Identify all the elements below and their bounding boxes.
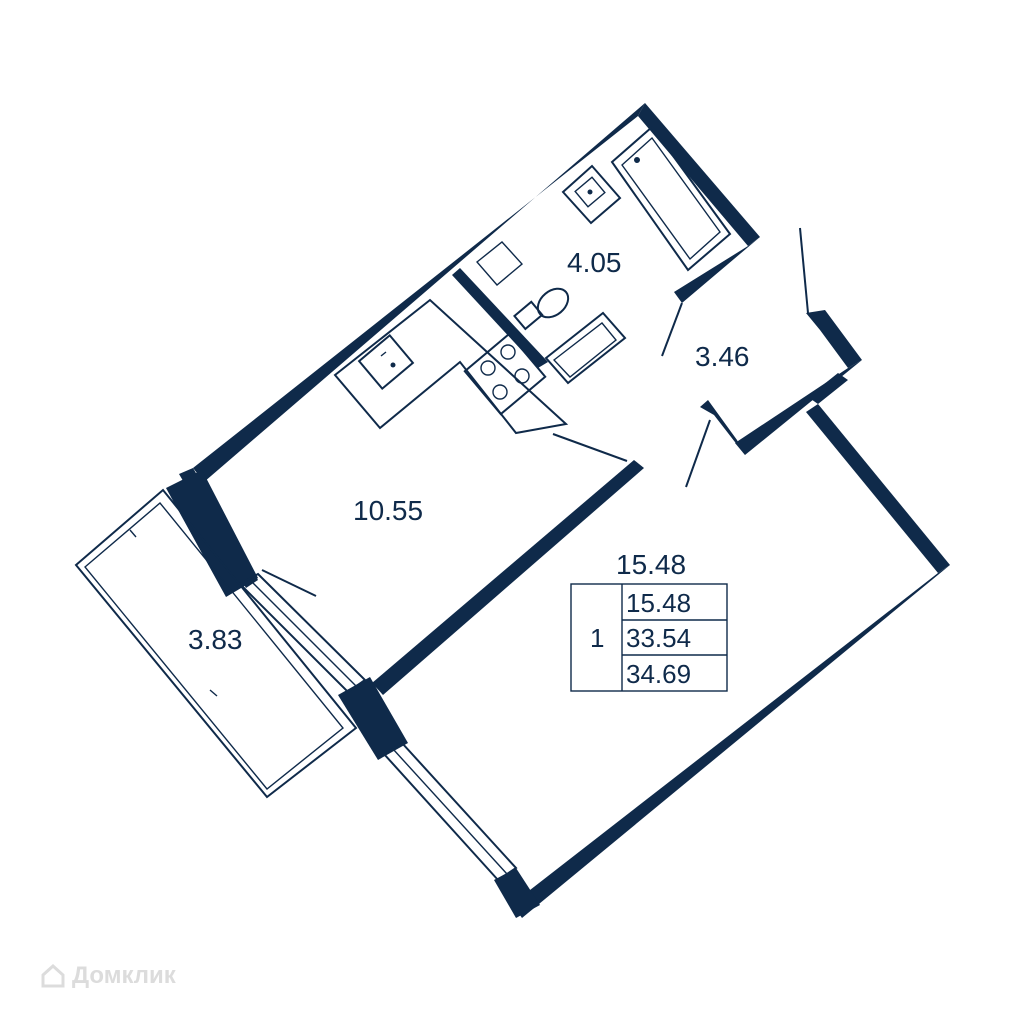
area-bathroom: 4.05 [567,247,622,278]
wall-hall-notch-right [806,310,862,368]
washing-machine-icon [475,241,524,286]
wall-bathroom-right [638,103,760,246]
area-balcony: 3.83 [188,624,243,655]
washbasin-icon [561,164,622,225]
area-living-room: 15.48 [616,549,686,580]
wall-room-bottom [512,565,950,918]
wall-top-diagonal [193,103,645,482]
balcony-outline [74,488,358,799]
doors [261,227,809,597]
pier-left [166,470,258,597]
door-room [685,419,711,488]
kitchen-fixtures [333,298,627,435]
balcony [74,488,358,799]
living-area-value: 15.48 [626,588,691,618]
toilet-icon [513,287,570,331]
area-kitchen: 10.55 [353,495,423,526]
rooms-count: 1 [590,623,604,653]
total-area-value: 33.54 [626,623,691,653]
wall-hall-left [700,400,745,455]
watermark-text: Домклик [72,962,176,989]
sink-icon [357,333,415,391]
bathtub-icon [610,125,732,272]
window-kitchen [238,572,367,694]
door-bathroom [661,302,683,357]
area-hallway: 3.46 [695,341,750,372]
door-balcony [261,569,317,597]
window-room [382,741,518,882]
wall-bath-partition [452,268,548,368]
pier-middle [338,677,408,760]
door-kitchen [552,433,628,462]
wall-room-right [806,404,950,573]
windows [238,572,518,882]
stove-icon [463,332,547,416]
walls [166,103,950,918]
wall-kitchen-bottom [372,460,644,695]
pier-bottom [494,868,540,918]
total-with-balcony-value: 34.69 [626,659,691,689]
area-labels: 4.05 3.46 10.55 15.48 3.83 [188,247,750,655]
fridge-icon [544,311,627,385]
summary-table: 1 15.48 33.54 34.69 [570,583,728,692]
wall-bathroom-bottom [674,237,760,303]
bathroom-fixtures [475,125,732,331]
door-entry [799,227,809,314]
balcony-inner [84,502,344,790]
house-logo-icon [41,963,65,988]
kitchen-counter [333,298,569,435]
watermark: Домклик [40,962,176,990]
wall-entry-hall [808,373,848,404]
